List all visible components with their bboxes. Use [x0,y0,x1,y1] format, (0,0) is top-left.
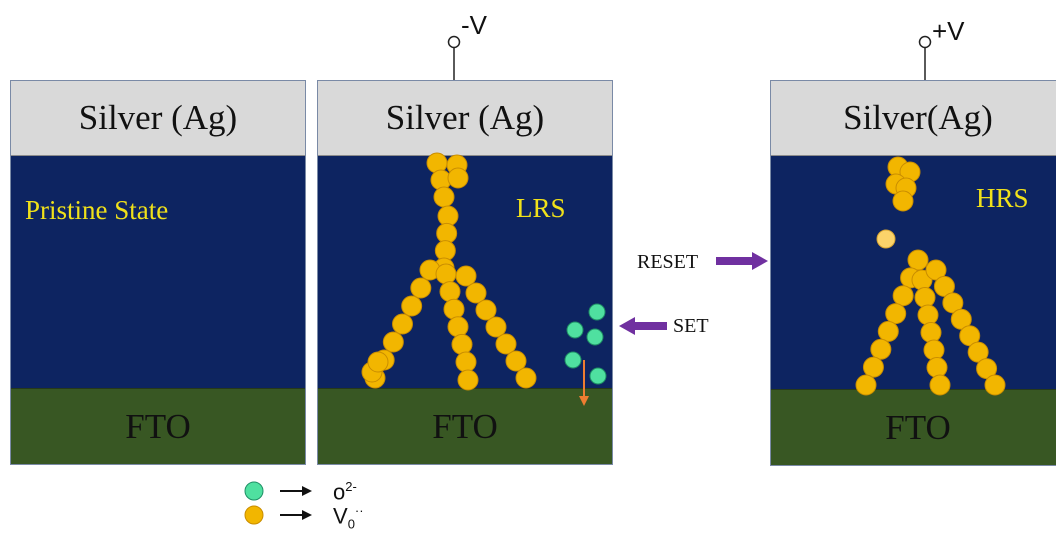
lrs-terminal [447,35,461,80]
lrs-vacancy-filament [361,152,537,391]
vacancy-dot [439,281,461,303]
vacancy-dot [950,308,972,330]
vacancy-dot [907,249,929,271]
vacancy-dot [451,333,473,355]
vacancy-dot [984,374,1006,396]
vacancy-dot [917,304,939,326]
legend-vacancy-superscript: ·· [354,503,364,518]
vacancy-dot [855,374,877,396]
vacancy-dot [455,351,477,373]
vacancy-dot [447,167,469,189]
lrs-silver-electrode: Silver (Ag) [318,81,612,156]
hrs-fto-substrate: FTO [771,389,1056,465]
lrs-terminal-label: -V [461,10,487,40]
lrs-oxygen-ions [564,303,607,385]
vacancy-dot [465,282,487,304]
vacancy-dot [920,322,942,343]
vacancy-dot [942,292,964,314]
legend-oxygen-charge: 2- [345,479,357,494]
legend-oxygen-marker [244,481,312,501]
hrs-isolated-vacancy [876,229,896,249]
vacancy-dot [382,331,404,353]
reset-arrow [716,252,768,270]
hrs-silver-electrode: Silver(Ag) [771,81,1056,156]
lrs-fto-substrate: FTO [318,388,612,464]
vacancy-dot [455,265,477,287]
vacancy-dot [447,316,469,338]
vacancy-dot [870,338,892,360]
vacancy-dot [926,357,948,378]
vacancy-dot [401,295,423,317]
vacancy-dot [925,259,947,281]
hrs-state-label: HRS [976,183,1029,213]
vacancy-dot [976,358,998,380]
vacancy-dot [914,287,936,308]
legend-vacancy-subscript: 0 [347,516,355,532]
hrs-device: Silver(Ag) HRS FTO [770,80,1056,466]
vacancy-dot [885,303,907,325]
vacancy-dot [433,186,455,208]
hrs-vacancy-filament [855,156,1006,396]
lrs-state-label: LRS [516,193,566,223]
vacancy-dot [367,351,389,373]
vacancy-dot [959,325,981,347]
vacancy-dot [862,356,884,378]
vacancy-dot [933,275,955,297]
vacancy-dot [967,341,989,363]
vacancy-dot [435,263,457,285]
pristine-device: Silver (Ag) Pristine State FTO [10,80,306,465]
hrs-terminal-label: +V [932,16,965,46]
vacancy-dot [495,333,517,355]
vacancy-dot [892,285,914,307]
vacancy-dot [443,298,465,320]
vacancy-dot [505,350,527,372]
pristine-silver-electrode: Silver (Ag) [11,81,305,156]
vacancy-dot [923,339,945,361]
reset-label: RESET [637,251,699,273]
legend-oxygen-symbol: o [333,479,346,505]
vacancy-dot [877,320,899,342]
set-label: SET [673,315,709,337]
pristine-state-label: Pristine State [25,195,169,225]
vacancy-dot [929,374,951,396]
vacancy-dot [457,369,479,391]
hrs-terminal [918,35,932,80]
vacancy-dot [410,277,432,299]
legend-vacancy-symbol: V [333,503,348,529]
vacancy-dot [392,313,413,335]
pristine-fto-substrate: FTO [11,388,305,464]
legend-vacancy-marker [244,505,312,525]
vacancy-dot [485,316,507,338]
oxygen-drift-arrow [579,360,589,406]
legend-oxygen-label: o2- [333,479,357,505]
set-arrow [619,317,667,335]
legend-vacancy-label: V0·· [333,503,364,532]
vacancy-dot [515,367,537,389]
vacancy-dot [475,299,497,321]
vacancy-dot [892,190,914,212]
